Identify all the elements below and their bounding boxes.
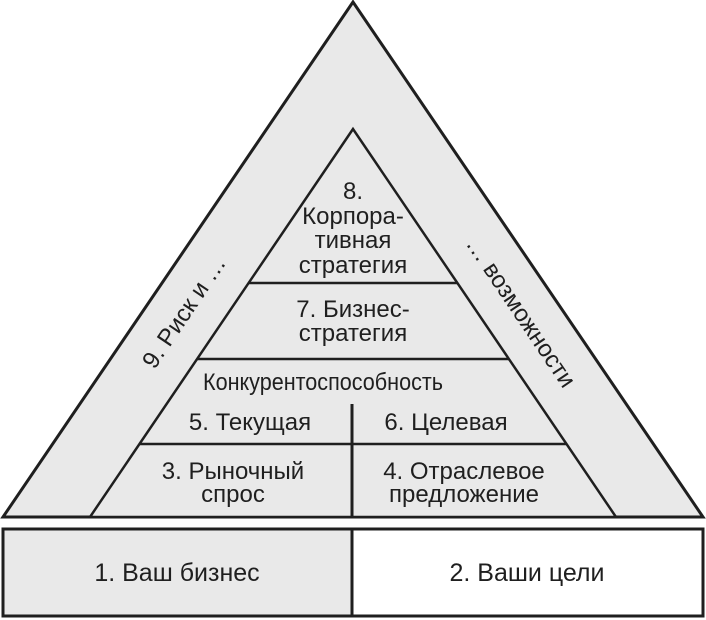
level7-label-line2: стратегия	[299, 320, 407, 347]
inner-triangle	[87, 126, 619, 519]
level-4-industry-supply: 4. Отраслевое предложение	[383, 458, 545, 508]
level-8-corporate-strategy: 8. Корпора- тивная стратегия	[299, 178, 407, 279]
level3-label-line2: спрос	[201, 481, 265, 508]
level8-label-line1: 8.	[343, 178, 363, 205]
base-cell2-label: 2. Ваши цели	[449, 559, 604, 587]
base-bar: 1. Ваш бизнес 2. Ваши цели	[1, 527, 705, 618]
level5-label: 5. Текущая	[189, 409, 311, 436]
level3-label-line1: 3. Рыночный	[162, 458, 304, 485]
level8-label-line4: стратегия	[299, 252, 407, 279]
base-cell-your-business	[1, 527, 354, 618]
level8-label-line2: Корпора-	[302, 203, 404, 230]
level8-label-line3: тивная	[315, 227, 392, 254]
base-cell-your-goals	[350, 527, 705, 618]
level7-label-line1: 7. Бизнес-	[296, 296, 409, 323]
level4-label-line1: 4. Отраслевое	[383, 458, 545, 485]
competitiveness-label: Конкурентоспособность	[203, 369, 443, 396]
level-7-business-strategy: 7. Бизнес- стратегия	[296, 296, 409, 347]
level4-label-line2: предложение	[389, 481, 539, 508]
base-cell1-label: 1. Ваш бизнес	[94, 559, 259, 587]
level-3-market-demand: 3. Рыночный спрос	[162, 458, 304, 508]
level6-label: 6. Целевая	[384, 409, 507, 436]
